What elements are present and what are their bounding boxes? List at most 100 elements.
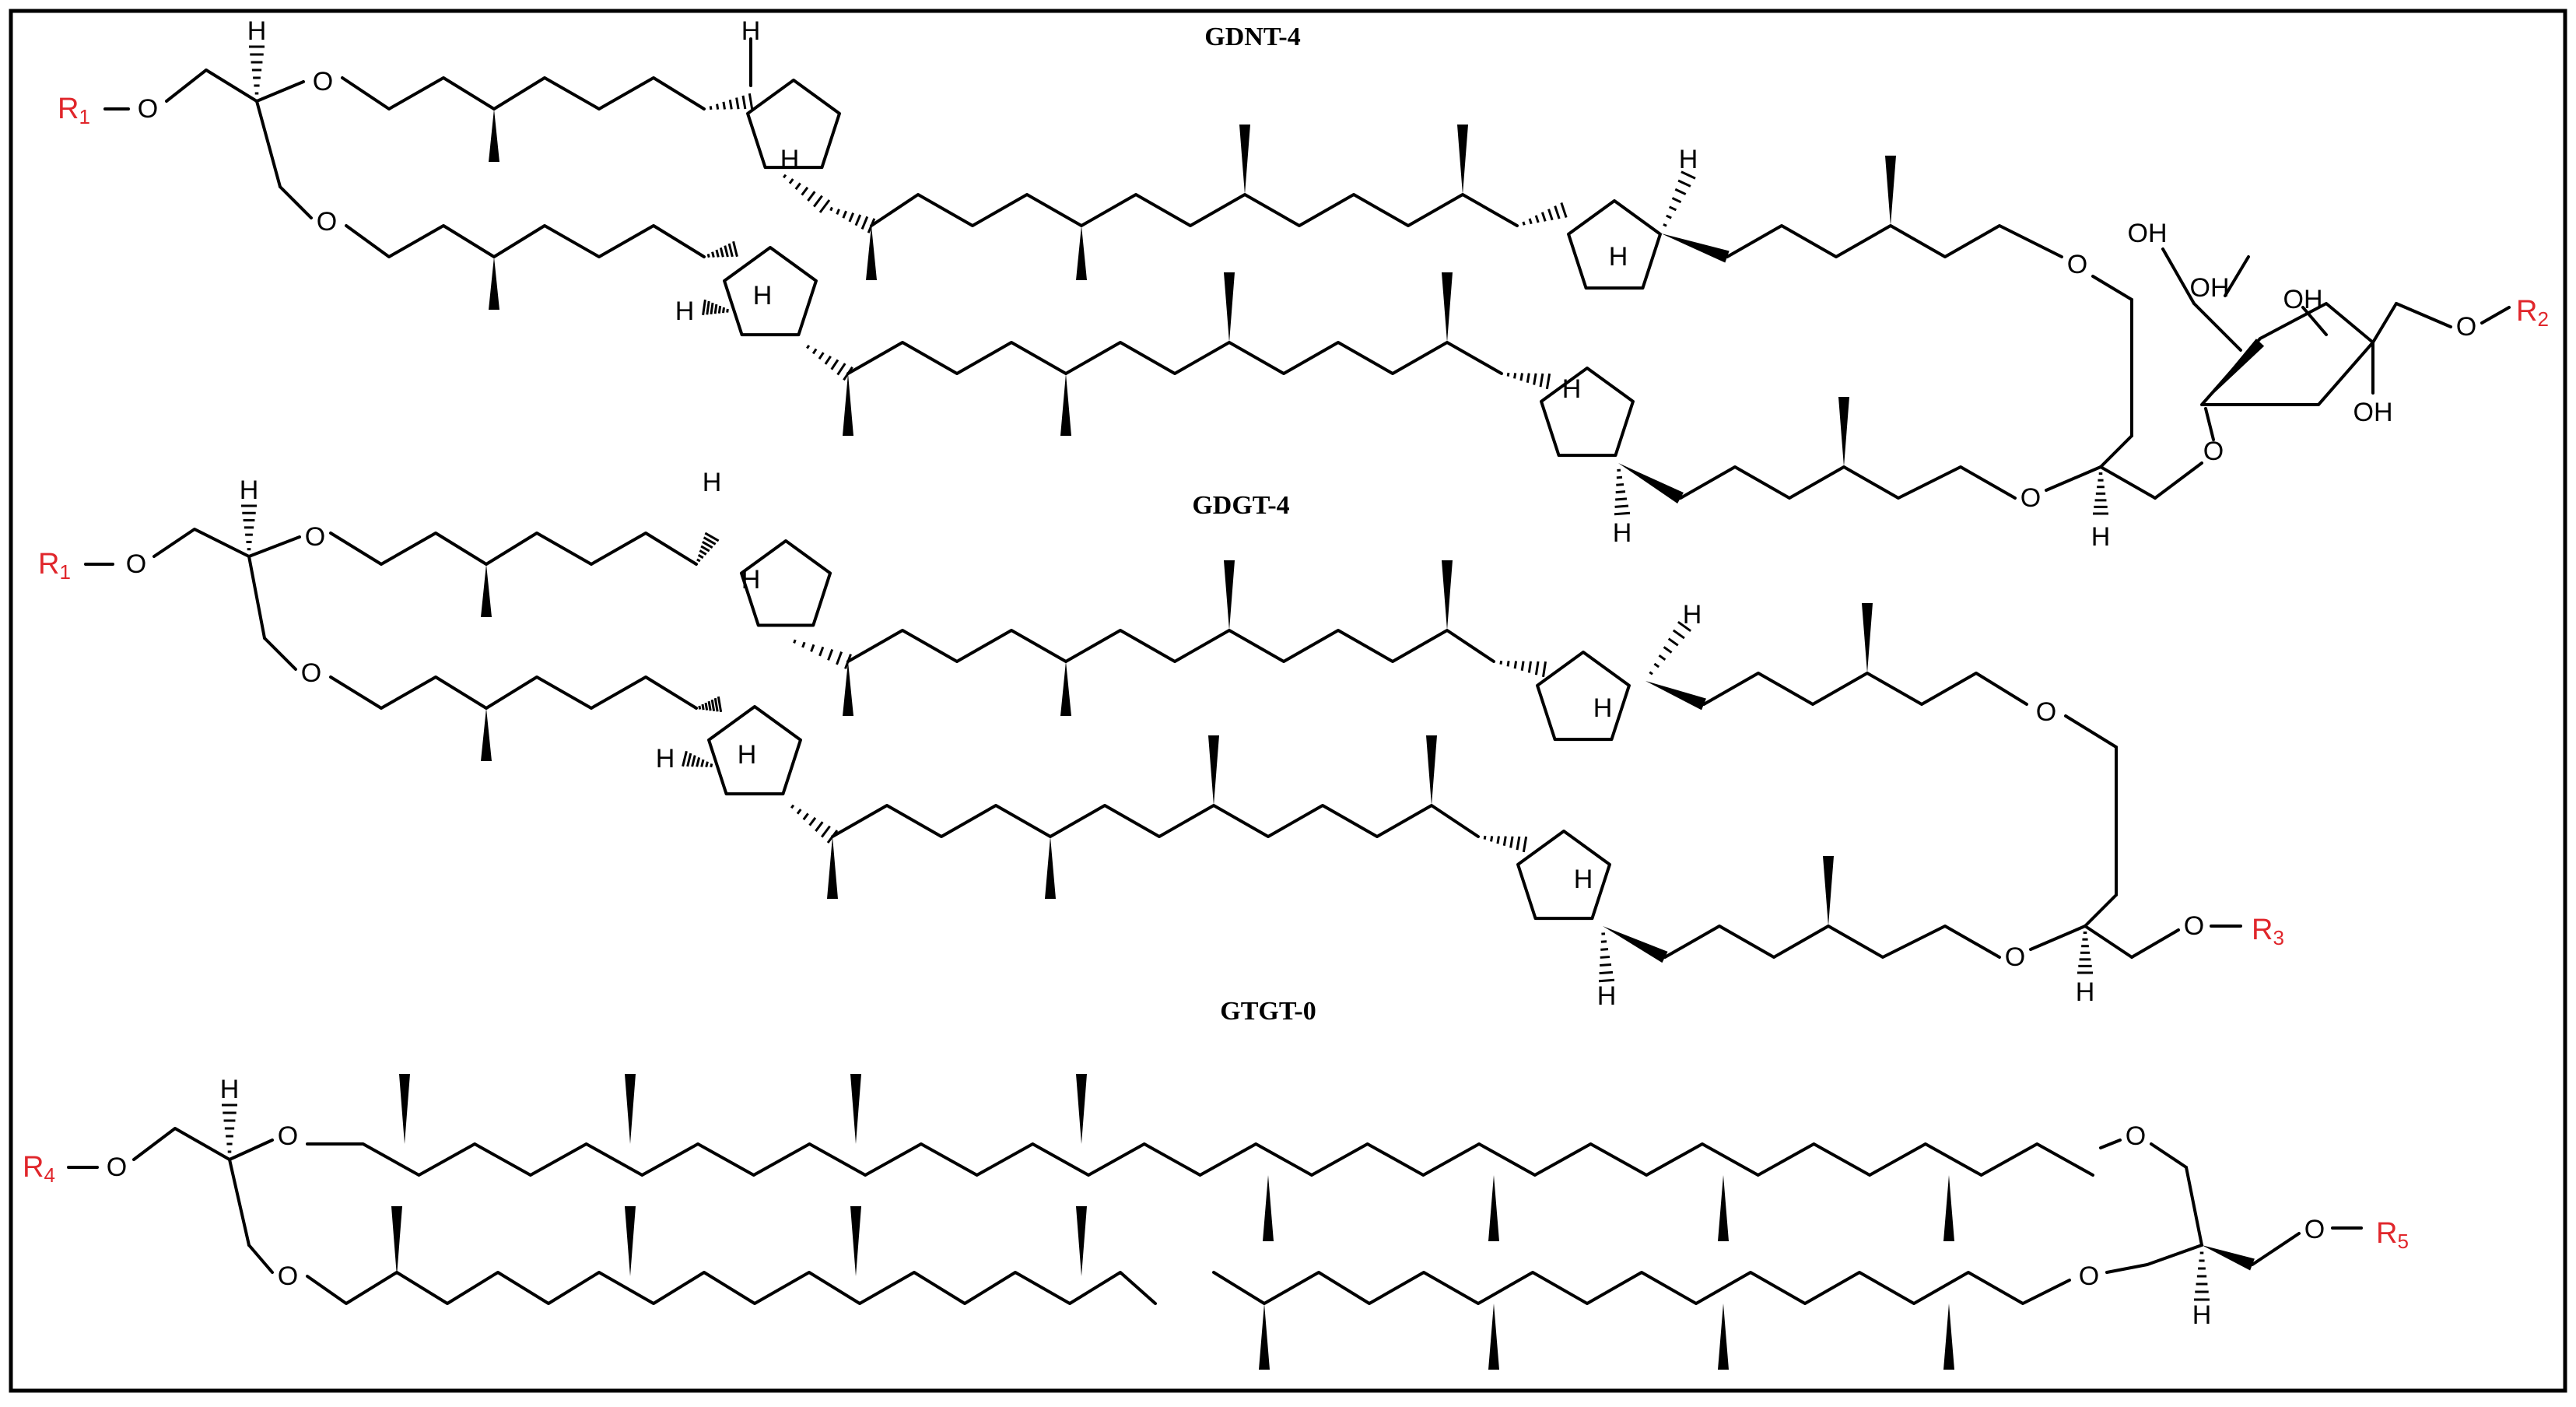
hashed-bond [837, 652, 842, 665]
wedge-bond [1076, 1206, 1087, 1276]
bond-chain [871, 195, 1517, 226]
hydrogen-label: H [780, 145, 800, 174]
hydroxyl-label: OH [2190, 273, 2230, 303]
hashed-bond [725, 246, 728, 257]
hashed-bond [697, 757, 699, 767]
hashed-bond [1530, 219, 1531, 224]
hashed-bond [1523, 837, 1526, 852]
wedge-bond [1045, 837, 1056, 899]
bond-chain [1704, 673, 2027, 704]
bond-chain [331, 533, 696, 564]
hydrogen-label: H [240, 475, 259, 505]
wedge-bond [1603, 926, 1668, 963]
bond-chain [134, 1128, 230, 1160]
bond [2107, 1265, 2147, 1272]
bond [249, 537, 300, 556]
hashed-bond [820, 200, 829, 212]
cyclopentane-ring [1537, 652, 1629, 739]
hashed-bond [1527, 374, 1529, 383]
wedge-bond [1076, 226, 1087, 280]
bond [230, 1160, 249, 1245]
bond-chain [1727, 226, 2062, 257]
wedge-bond [1488, 1175, 1499, 1241]
hashed-bond [718, 696, 720, 712]
hashed-bond [1484, 836, 1485, 840]
oxygen-label: O [2079, 1261, 2099, 1291]
hashed-bond [804, 813, 808, 819]
wedge-bond [481, 564, 492, 617]
hydrogen-label: H [741, 565, 761, 595]
wedge-bond [391, 1206, 402, 1276]
hashed-bond [862, 216, 867, 229]
hashed-bond [1521, 373, 1523, 381]
bond-chain [342, 78, 704, 109]
hashed-bond [1543, 661, 1545, 677]
hashed-bond [822, 826, 829, 837]
hashed-bond [1659, 655, 1665, 660]
hashed-bond [1515, 661, 1516, 668]
hashed-bond [1664, 647, 1672, 652]
oxygen-label: O [126, 549, 146, 579]
hashed-bond [1515, 373, 1516, 378]
hashed-bond [1555, 206, 1560, 219]
bond-chain [848, 630, 1494, 661]
hashed-bond [723, 307, 724, 313]
hashed-bond [783, 175, 786, 178]
hashed-bond [719, 306, 720, 314]
bond-chain [166, 70, 257, 101]
hashed-bond [1511, 837, 1512, 848]
bond [2396, 304, 2451, 327]
hashed-bond [1536, 661, 1538, 675]
hashed-bond [829, 649, 832, 660]
oxygen-label: O [107, 1153, 127, 1182]
hashed-bond [699, 555, 703, 558]
bond [2252, 1233, 2299, 1265]
structure-title-gtgt0: GTGT-0 [1220, 997, 1316, 1026]
bond-chain [832, 805, 1478, 837]
substituent-r4-label: R4 [23, 1151, 55, 1187]
hashed-bond [1529, 661, 1530, 673]
hashed-bond [1522, 661, 1523, 671]
bond-chain [307, 1144, 2093, 1175]
wedge-bond [850, 1206, 861, 1276]
hydrogen-label: H [703, 468, 722, 497]
hydrogen-label: H [1609, 242, 1628, 272]
hashed-bond [711, 303, 713, 314]
wedge-bond [1060, 374, 1071, 436]
wedge-bond [843, 374, 853, 436]
bond [230, 1140, 272, 1160]
hashed-bond [810, 818, 815, 826]
hashed-bond [692, 756, 696, 767]
bond [2066, 716, 2116, 747]
hashed-bond [749, 93, 752, 109]
wedge-bond [625, 1206, 636, 1276]
wedge-bond [1645, 681, 1706, 710]
bond [2194, 304, 2241, 350]
wedge-bond [2202, 339, 2264, 405]
bond [249, 1245, 272, 1272]
hashed-bond [712, 700, 713, 711]
hashed-bond [1614, 513, 1630, 514]
oxygen-label: O [2126, 1121, 2146, 1151]
hashed-bond [815, 822, 822, 831]
hydrogen-label: H [753, 281, 773, 311]
hashed-bond [710, 106, 711, 110]
hashed-bond [1672, 198, 1681, 202]
wedge-bond [1259, 1303, 1270, 1370]
hashed-bond [1654, 664, 1659, 667]
wedge-bond [1838, 397, 1849, 467]
hashed-bond [1669, 639, 1678, 646]
oxygen-label: O [305, 522, 325, 552]
furanose-ring [2202, 304, 2373, 405]
hashed-bond [1508, 661, 1509, 666]
bond [2101, 1140, 2120, 1148]
hashed-bond [811, 644, 814, 651]
hashed-bond [1534, 374, 1536, 385]
hashed-bond [791, 805, 794, 809]
hashed-bond [709, 701, 710, 711]
hydroxyl-label: OH [2353, 398, 2393, 427]
hashed-bond [701, 546, 710, 551]
bond [2186, 1167, 2202, 1245]
